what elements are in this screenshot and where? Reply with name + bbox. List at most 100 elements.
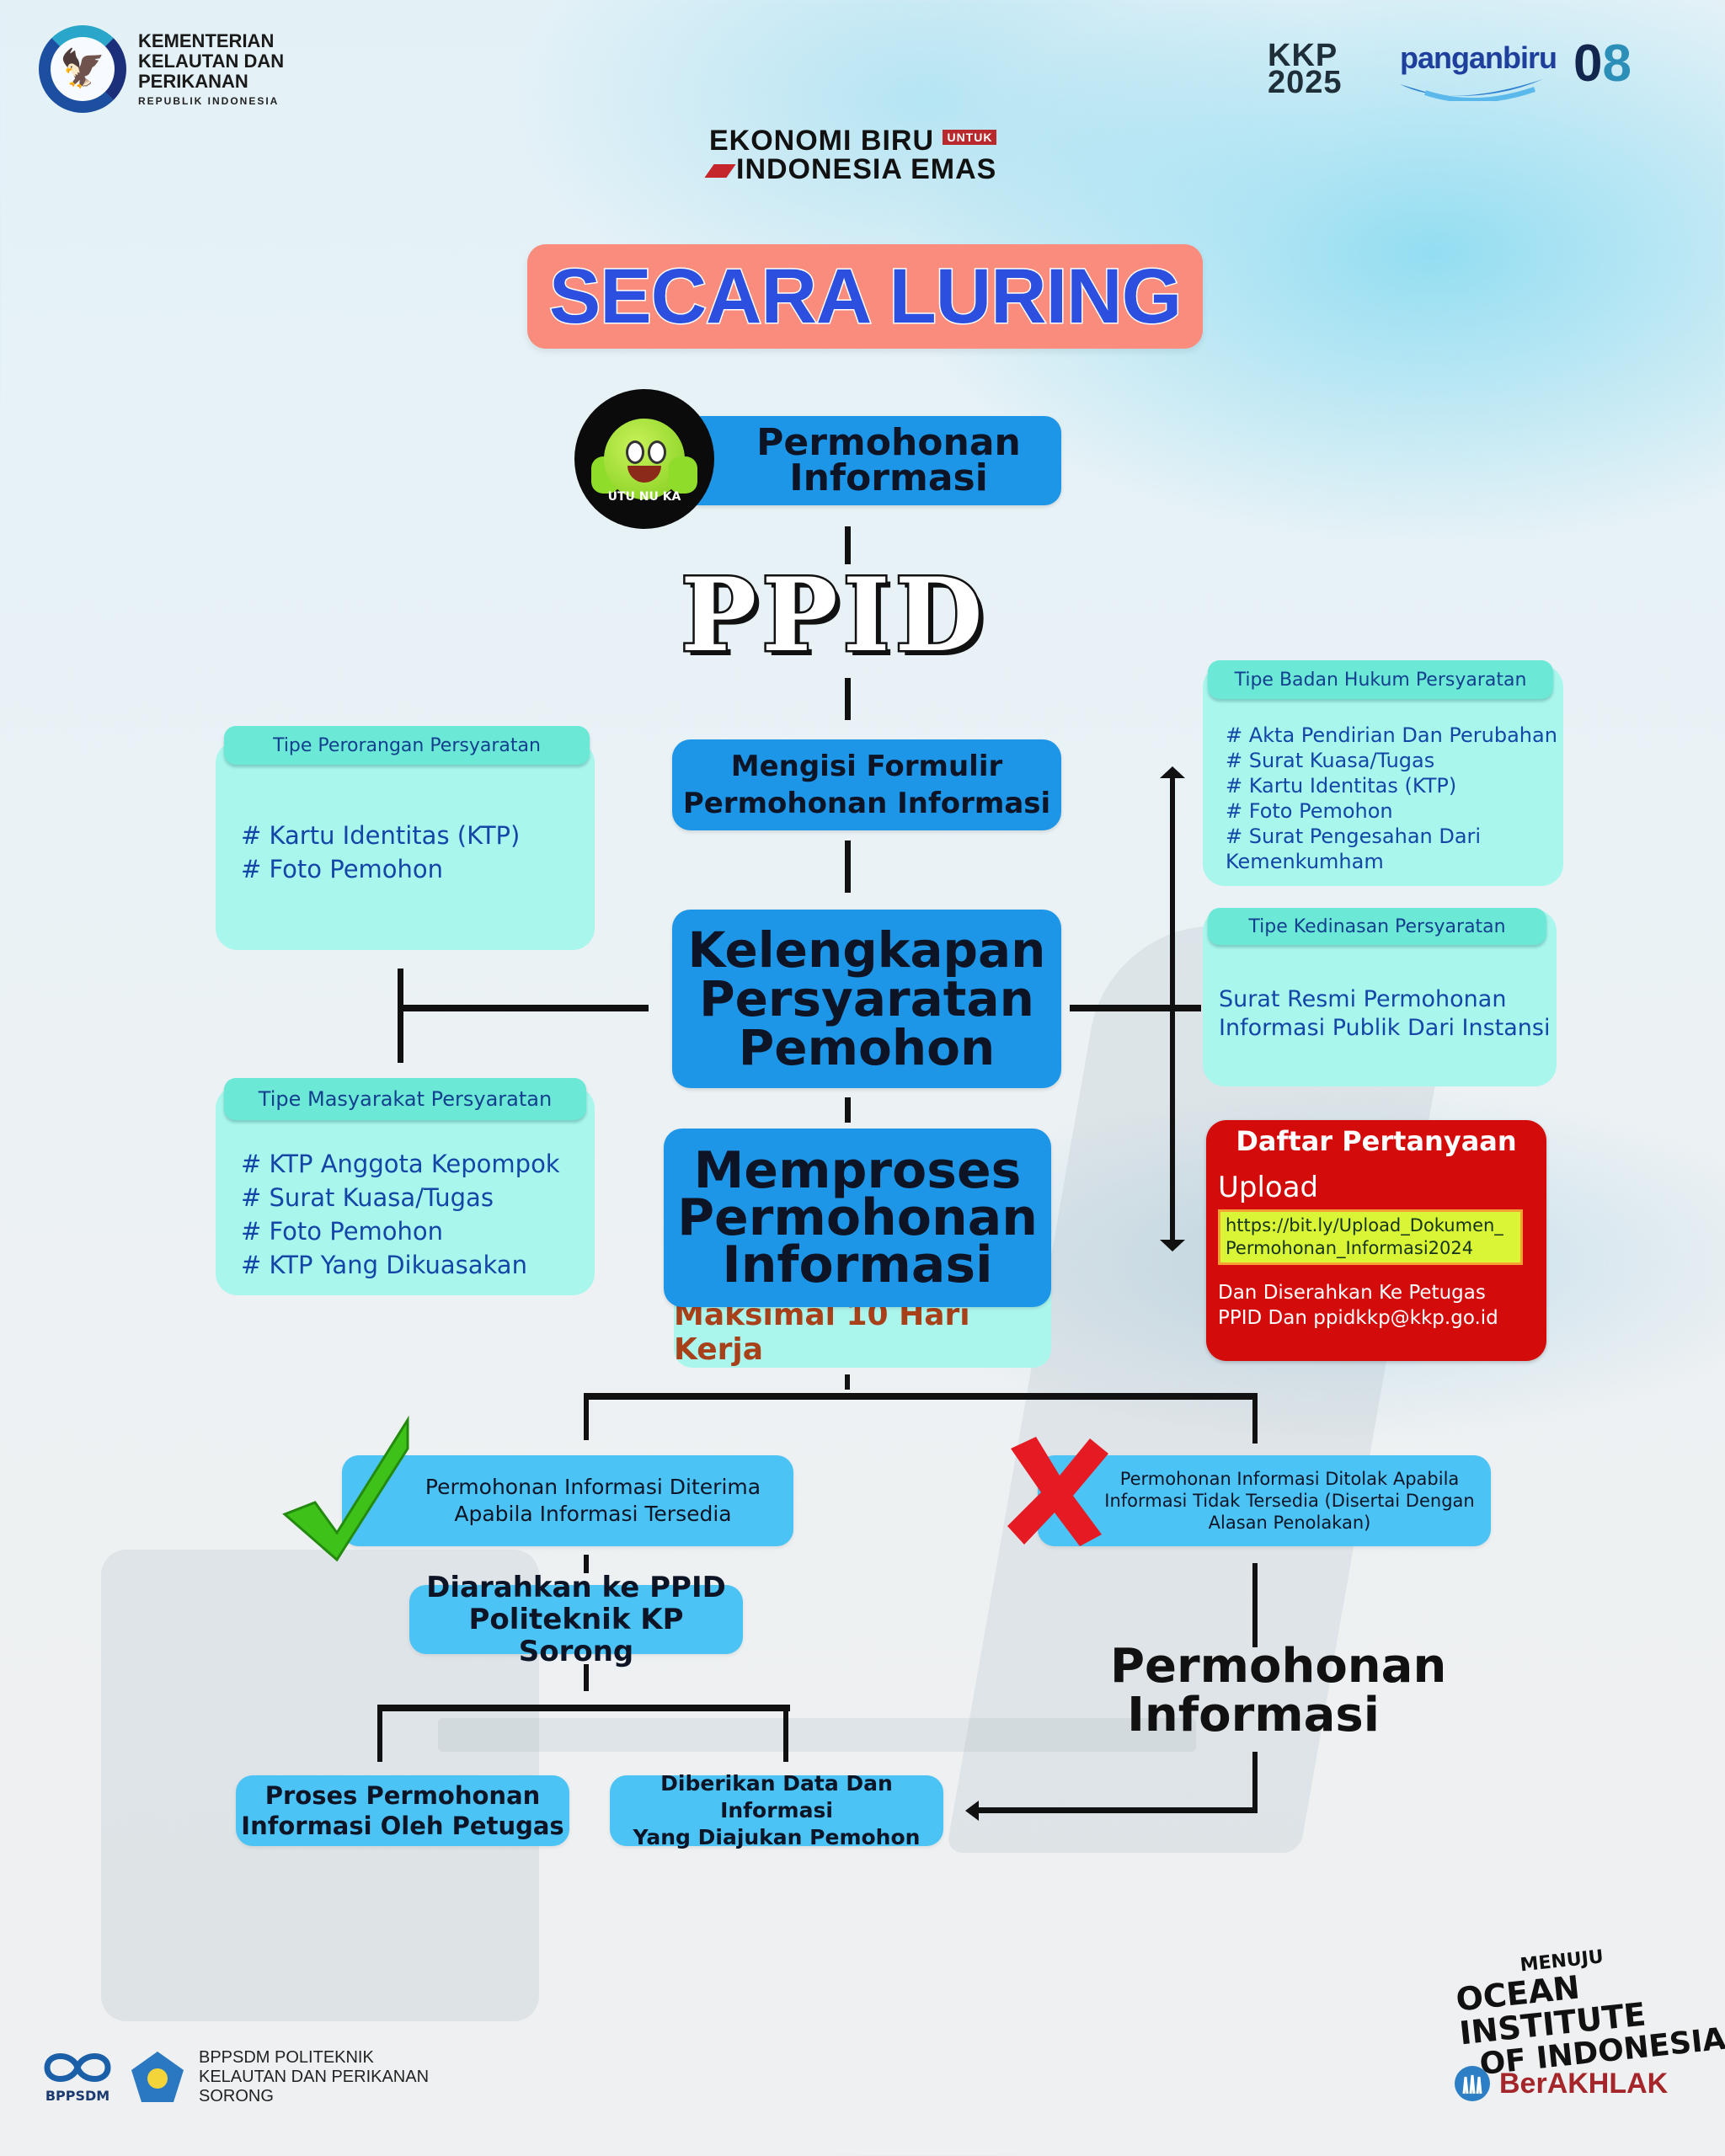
- step-fill-form-line-1: Mengisi Formulir: [730, 750, 1003, 783]
- questions-footer-line-1: Dan Diserahkan Ke Petugas: [1218, 1282, 1486, 1304]
- title-banner: SECARA LURING: [527, 244, 1203, 349]
- bppsdm-logo-text: BPPSDM: [45, 2088, 110, 2104]
- data-given-line-2: Yang Diajukan Pemohon: [633, 1825, 921, 1849]
- card-kedinasan-title: Tipe Kedinasan Persyaratan: [1208, 908, 1546, 945]
- connector-rejected-down: [1252, 1563, 1258, 1647]
- list-item: # Foto Pemohon: [241, 1217, 444, 1246]
- step-process-line-2: Permohonan: [677, 1188, 1038, 1247]
- kkp2025-logo: KKP 2025: [1268, 40, 1343, 100]
- connector-directed-left: [377, 1705, 382, 1762]
- page-title: SECARA LURING: [547, 252, 1183, 340]
- ministry-logo-block: 🦅 KEMENTERIAN KELAUTAN DAN PERIKANAN REP…: [39, 25, 284, 113]
- connector-form-requirements: [845, 841, 851, 893]
- rejected-end-label: Permohonan Informasi: [1110, 1639, 1447, 1740]
- directed-box: Diarahkan ke PPID Politeknik KP Sorong: [409, 1572, 743, 1668]
- list-item: # Kartu Identitas (KTP): [1226, 774, 1457, 798]
- list-item: # Foto Pemohon: [1226, 799, 1393, 823]
- thumb-right-icon: [669, 456, 697, 494]
- upload-link-line-1[interactable]: https://bit.ly/Upload_Dokumen_: [1226, 1215, 1503, 1235]
- start-label-line-1: Permohonan: [756, 421, 1021, 464]
- list-item: Informasi Publik Dari Instansi: [1219, 1015, 1551, 1041]
- step-requirements-line-3: Pemohon: [738, 1019, 996, 1076]
- card-badan-hukum-list: # Akta Pendirian Dan Perubahan # Surat K…: [1226, 723, 1557, 874]
- step-requirements: Kelengkapan Persyaratan Pemohon: [672, 910, 1061, 1088]
- list-item: # Surat Kuasa/Tugas: [241, 1183, 494, 1212]
- connector-rejected-end-horizontal: [974, 1807, 1258, 1813]
- ministry-name-line-2: KELAUTAN DAN: [138, 51, 285, 72]
- panganbiru-logo: panganbiru: [1400, 40, 1557, 104]
- ministry-name-line-3: PERIKANAN: [138, 71, 248, 92]
- step-requirements-line-1: Kelengkapan: [687, 921, 1046, 979]
- arrow-down-icon: [1160, 1240, 1185, 1251]
- questions-footer-line-2[interactable]: PPID Dan ppidkkp@kkp.go.id: [1218, 1307, 1498, 1329]
- ppid-heading: PPID: [679, 554, 988, 677]
- card-masyarakat: [216, 1086, 595, 1295]
- tagline-line-2: INDONESIA EMAS: [736, 153, 997, 185]
- data-given-line-1: Diberikan Data Dan Informasi: [660, 1771, 893, 1822]
- o8-eight: 8: [1602, 35, 1632, 93]
- card-masyarakat-title: Tipe Masyarakat Persyaratan: [224, 1078, 586, 1120]
- institution-line-1: BPPSDM POLITEKNIK: [199, 2048, 374, 2067]
- start-box: Permohonan Informasi: [665, 416, 1061, 505]
- connector-right-vertical: [1170, 773, 1175, 1245]
- list-item: # Surat Pengesahan Dari: [1226, 825, 1482, 848]
- institution-line-3: SORONG: [199, 2087, 274, 2105]
- deadline-label: Maksimal 10 Hari Kerja: [674, 1298, 970, 1367]
- mascot-label: UTU NU KA: [607, 490, 681, 504]
- politeknik-emblem-icon: [131, 2051, 184, 2102]
- connector-left-vertical: [398, 969, 403, 1063]
- arrow-up-icon: [1160, 766, 1185, 778]
- accepted-line-2: Apabila Informasi Tersedia: [454, 1502, 732, 1526]
- bppsdm-logo: BPPSDM: [39, 2051, 116, 2104]
- process-by-officer-box: Proses Permohonan Informasi Oleh Petugas: [236, 1775, 569, 1846]
- connector-process-split: [845, 1374, 850, 1390]
- red-chevron-icon: [704, 164, 736, 179]
- rejected-end-line-1: Permohonan: [1110, 1639, 1447, 1694]
- connector-rejected-end-down: [1252, 1752, 1258, 1811]
- questions-title: Daftar Pertanyaan: [1236, 1125, 1517, 1157]
- connector-left-horizontal: [398, 1005, 649, 1011]
- rejected-line-1: Permohonan Informasi Ditolak Apabila: [1119, 1469, 1460, 1489]
- checkmark-icon: [282, 1415, 409, 1562]
- connector-split-horizontal: [584, 1393, 1258, 1400]
- card-kedinasan-list: Surat Resmi Permohonan Informasi Publik …: [1219, 985, 1550, 1043]
- o8-logo: 08: [1573, 38, 1632, 90]
- step-process-line-3: Informasi: [722, 1235, 993, 1294]
- list-item: # Foto Pemohon: [241, 855, 444, 883]
- mascot-avatar: UTU NU KA: [574, 389, 714, 529]
- directed-line-1: Diarahkan ke PPID: [426, 1571, 726, 1604]
- berakhlak-wordmark: BerAKHLAK: [1499, 2067, 1669, 2100]
- upload-link[interactable]: https://bit.ly/Upload_Dokumen_ Permohona…: [1218, 1209, 1523, 1265]
- ministry-name-line-1: KEMENTERIAN: [138, 30, 275, 51]
- ocean-institute-slogan: MENUJU OCEAN INSTITUTE OF INDONESIA: [1452, 1934, 1725, 2084]
- card-masyarakat-list: # KTP Anggota Kepompok # Surat Kuasa/Tug…: [241, 1147, 560, 1282]
- tagline-line-1: EKONOMI BIRU: [709, 125, 934, 157]
- connector-split-left: [584, 1393, 589, 1440]
- connector-right-horizontal: [1070, 1005, 1201, 1011]
- list-item: # Kartu Identitas (KTP): [241, 821, 521, 850]
- connector-accepted-directed: [584, 1555, 589, 1573]
- upload-link-line-2[interactable]: Permohonan_Informasi2024: [1226, 1238, 1474, 1258]
- step-process-line-1: Memproses: [693, 1141, 1022, 1200]
- tagline-untuk: UNTUK: [943, 130, 997, 145]
- step-fill-form-line-2: Permohonan Informasi: [682, 787, 1051, 820]
- berakhlak-logo: BerAKHLAK: [1454, 2065, 1668, 2102]
- accepted-box: Permohonan Informasi Diterima Apabila In…: [342, 1455, 793, 1546]
- connector-directed-horizontal: [379, 1705, 790, 1711]
- directed-line-2: Politeknik KP Sorong: [468, 1603, 684, 1668]
- connector-directed-right: [783, 1705, 788, 1762]
- questions-footer: Dan Diserahkan Ke Petugas PPID Dan ppidk…: [1218, 1280, 1535, 1331]
- connector-start-ppid: [845, 526, 851, 564]
- x-cross-icon: [1007, 1437, 1108, 1546]
- kkp-logo-line-2: 2025: [1268, 65, 1343, 100]
- footer-institution: BPPSDM BPPSDM POLITEKNIK KELAUTAN DAN PE…: [39, 2048, 429, 2106]
- connector-directed-split: [584, 1664, 589, 1691]
- process-by-officer-line-2: Informasi Oleh Petugas: [241, 1812, 564, 1840]
- berakhlak-emblem-icon: [1455, 2066, 1490, 2101]
- card-perorangan-list: # Kartu Identitas (KTP) # Foto Pemohon: [241, 819, 520, 886]
- card-badan-hukum: [1203, 665, 1563, 886]
- accepted-line-1: Permohonan Informasi Diterima: [425, 1475, 761, 1499]
- upload-label: Upload: [1218, 1171, 1319, 1204]
- rejected-line-2: Informasi Tidak Tersedia (Disertai Denga…: [1104, 1491, 1475, 1511]
- institution-line-2: KELAUTAN DAN PERIKANAN: [199, 2068, 430, 2086]
